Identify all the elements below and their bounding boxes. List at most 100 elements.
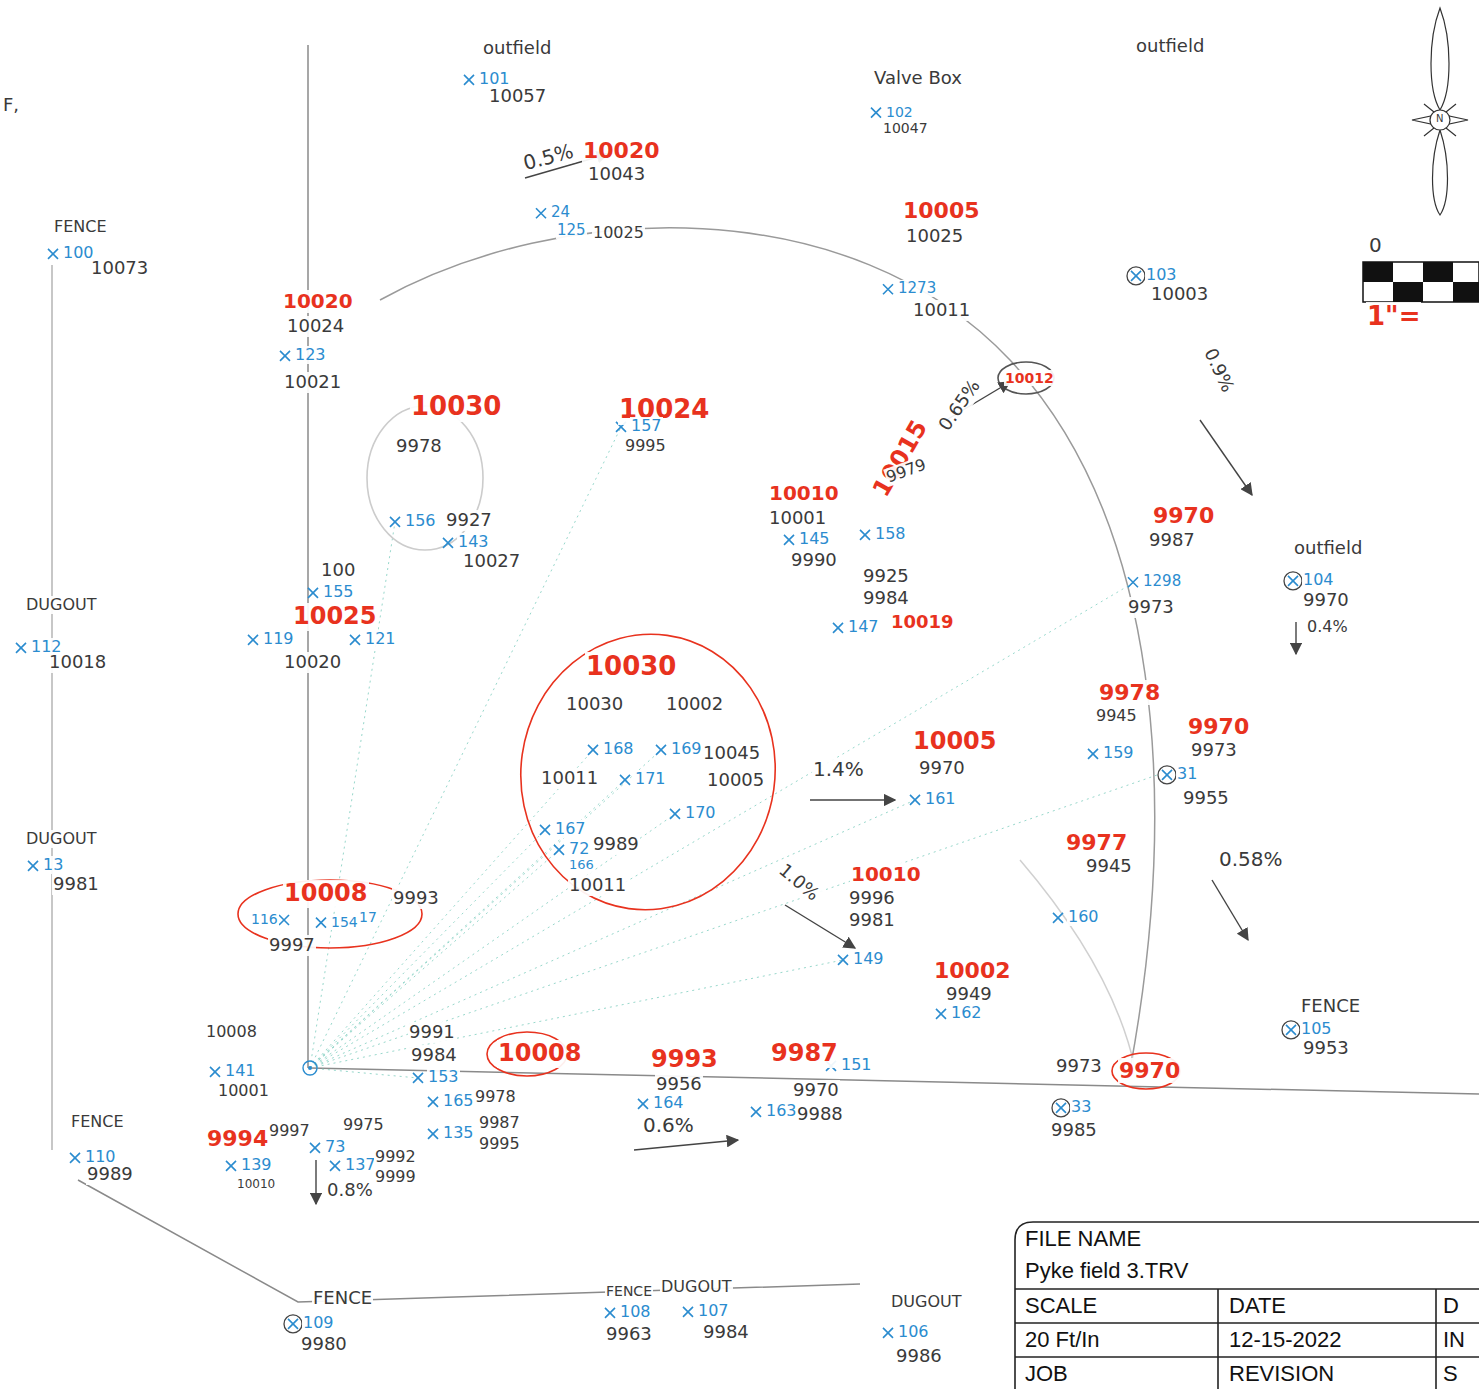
point-mark (554, 845, 564, 855)
title-block-cell: IN (1442, 1327, 1466, 1352)
point-mark (838, 955, 848, 965)
shot-line (310, 427, 621, 1068)
title-block-cell: 12-15-2022 (1228, 1327, 1343, 1352)
scale-block (1453, 282, 1479, 302)
field-note: 9996 (848, 888, 896, 909)
point-cross (428, 1097, 438, 1107)
point-cross (860, 530, 870, 540)
field-note: 9993 (392, 888, 440, 909)
field-note: 0.4% (1306, 618, 1349, 636)
title-block (1015, 1222, 1479, 1389)
point-cross (428, 1129, 438, 1139)
point-cross (883, 1328, 893, 1338)
point-cross (883, 284, 893, 294)
point-mark (28, 861, 38, 871)
field-note: 9995 (624, 437, 667, 455)
point-cross (588, 745, 598, 755)
field-note: 10027 (462, 551, 521, 572)
field-note: 0.65% (934, 375, 985, 435)
field-note: 9991 (408, 1022, 456, 1043)
title-block-cell: SCALE (1024, 1293, 1098, 1318)
point-number: 162 (950, 1004, 983, 1022)
point-circle (1158, 766, 1176, 784)
title-block-cell: DATE (1228, 1293, 1287, 1318)
point-number: 106 (897, 1323, 930, 1341)
point-cross (1162, 770, 1172, 780)
field-note: 9927 (445, 510, 493, 531)
point-mark (883, 284, 893, 294)
point-number: 24 (550, 204, 571, 221)
point-number: 147 (847, 618, 880, 636)
point-cross (48, 249, 58, 259)
point-cross (210, 1067, 220, 1077)
field-note: 9981 (52, 874, 100, 895)
point-number: 141 (224, 1062, 257, 1080)
point-mark (1284, 572, 1302, 590)
field-note: 10043 (587, 164, 646, 185)
point-number: 108 (619, 1303, 652, 1321)
field-note: 0.5% (520, 140, 577, 176)
field-note: 10003 (1150, 284, 1209, 305)
point-mark (536, 208, 546, 218)
point-mark (16, 643, 26, 653)
point-cross (554, 845, 564, 855)
point-cross (784, 535, 794, 545)
point-mark (1158, 766, 1176, 784)
field-note: FENCE (1300, 996, 1361, 1017)
point-cross (540, 825, 550, 835)
title-block-rule (1435, 1289, 1437, 1389)
home-plate (308, 1066, 312, 1070)
field-note: 9953 (1302, 1038, 1350, 1059)
fence-line (78, 1180, 860, 1302)
point-mark (1282, 1021, 1300, 1039)
shot-line (310, 750, 593, 1068)
point-mark (308, 588, 318, 598)
point-cross (1053, 913, 1063, 923)
field-note: FENCE (605, 1283, 653, 1299)
title-block-frame (1015, 1222, 1479, 1389)
design-elevation: 10005 (902, 198, 981, 223)
field-note: 9970 (918, 758, 966, 779)
point-cross (683, 1307, 693, 1317)
point-mark (443, 538, 453, 548)
point-cross (308, 588, 318, 598)
point-circle (1127, 267, 1145, 285)
shot-line (310, 583, 1133, 1068)
design-elevation: 10010 (768, 482, 840, 505)
shot-line (310, 800, 915, 1068)
shot-line (310, 814, 675, 1068)
point-number: 169 (670, 740, 703, 758)
design-elevation: 10008 (497, 1040, 583, 1068)
point-mark (860, 530, 870, 540)
point-circle (1282, 1021, 1300, 1039)
point-mark (833, 623, 843, 633)
design-elevation: 9987 (770, 1040, 839, 1068)
point-cross (1088, 749, 1098, 759)
point-number: 73 (324, 1138, 346, 1156)
field-note: 9984 (702, 1322, 750, 1343)
point-mark (310, 1143, 320, 1153)
field-note: 10047 (882, 120, 929, 136)
field-note: 9978 (474, 1088, 517, 1106)
point-mark (683, 1307, 693, 1317)
shot-line (310, 780, 625, 1068)
field-note: 9999 (374, 1168, 417, 1186)
point-number: 154 (330, 914, 359, 930)
field-note: 9985 (1050, 1120, 1098, 1141)
field-note: 9975 (342, 1116, 385, 1134)
point-mark (284, 1315, 302, 1333)
point-number: 155 (322, 583, 355, 601)
slope-arrow (1200, 420, 1252, 495)
field-note: 9978 (395, 436, 443, 457)
point-number: 1298 (1142, 573, 1182, 590)
design-elevation: 9993 (650, 1046, 719, 1074)
point-cross (910, 795, 920, 805)
field-note: outfield (1135, 36, 1205, 57)
field-note: 1.4% (812, 758, 865, 781)
field-note: 9980 (300, 1334, 348, 1355)
point-number: 125 (556, 222, 587, 239)
field-note: 100 (320, 560, 356, 581)
point-cross (1056, 1103, 1066, 1113)
design-elevation: 10030 (585, 652, 677, 682)
